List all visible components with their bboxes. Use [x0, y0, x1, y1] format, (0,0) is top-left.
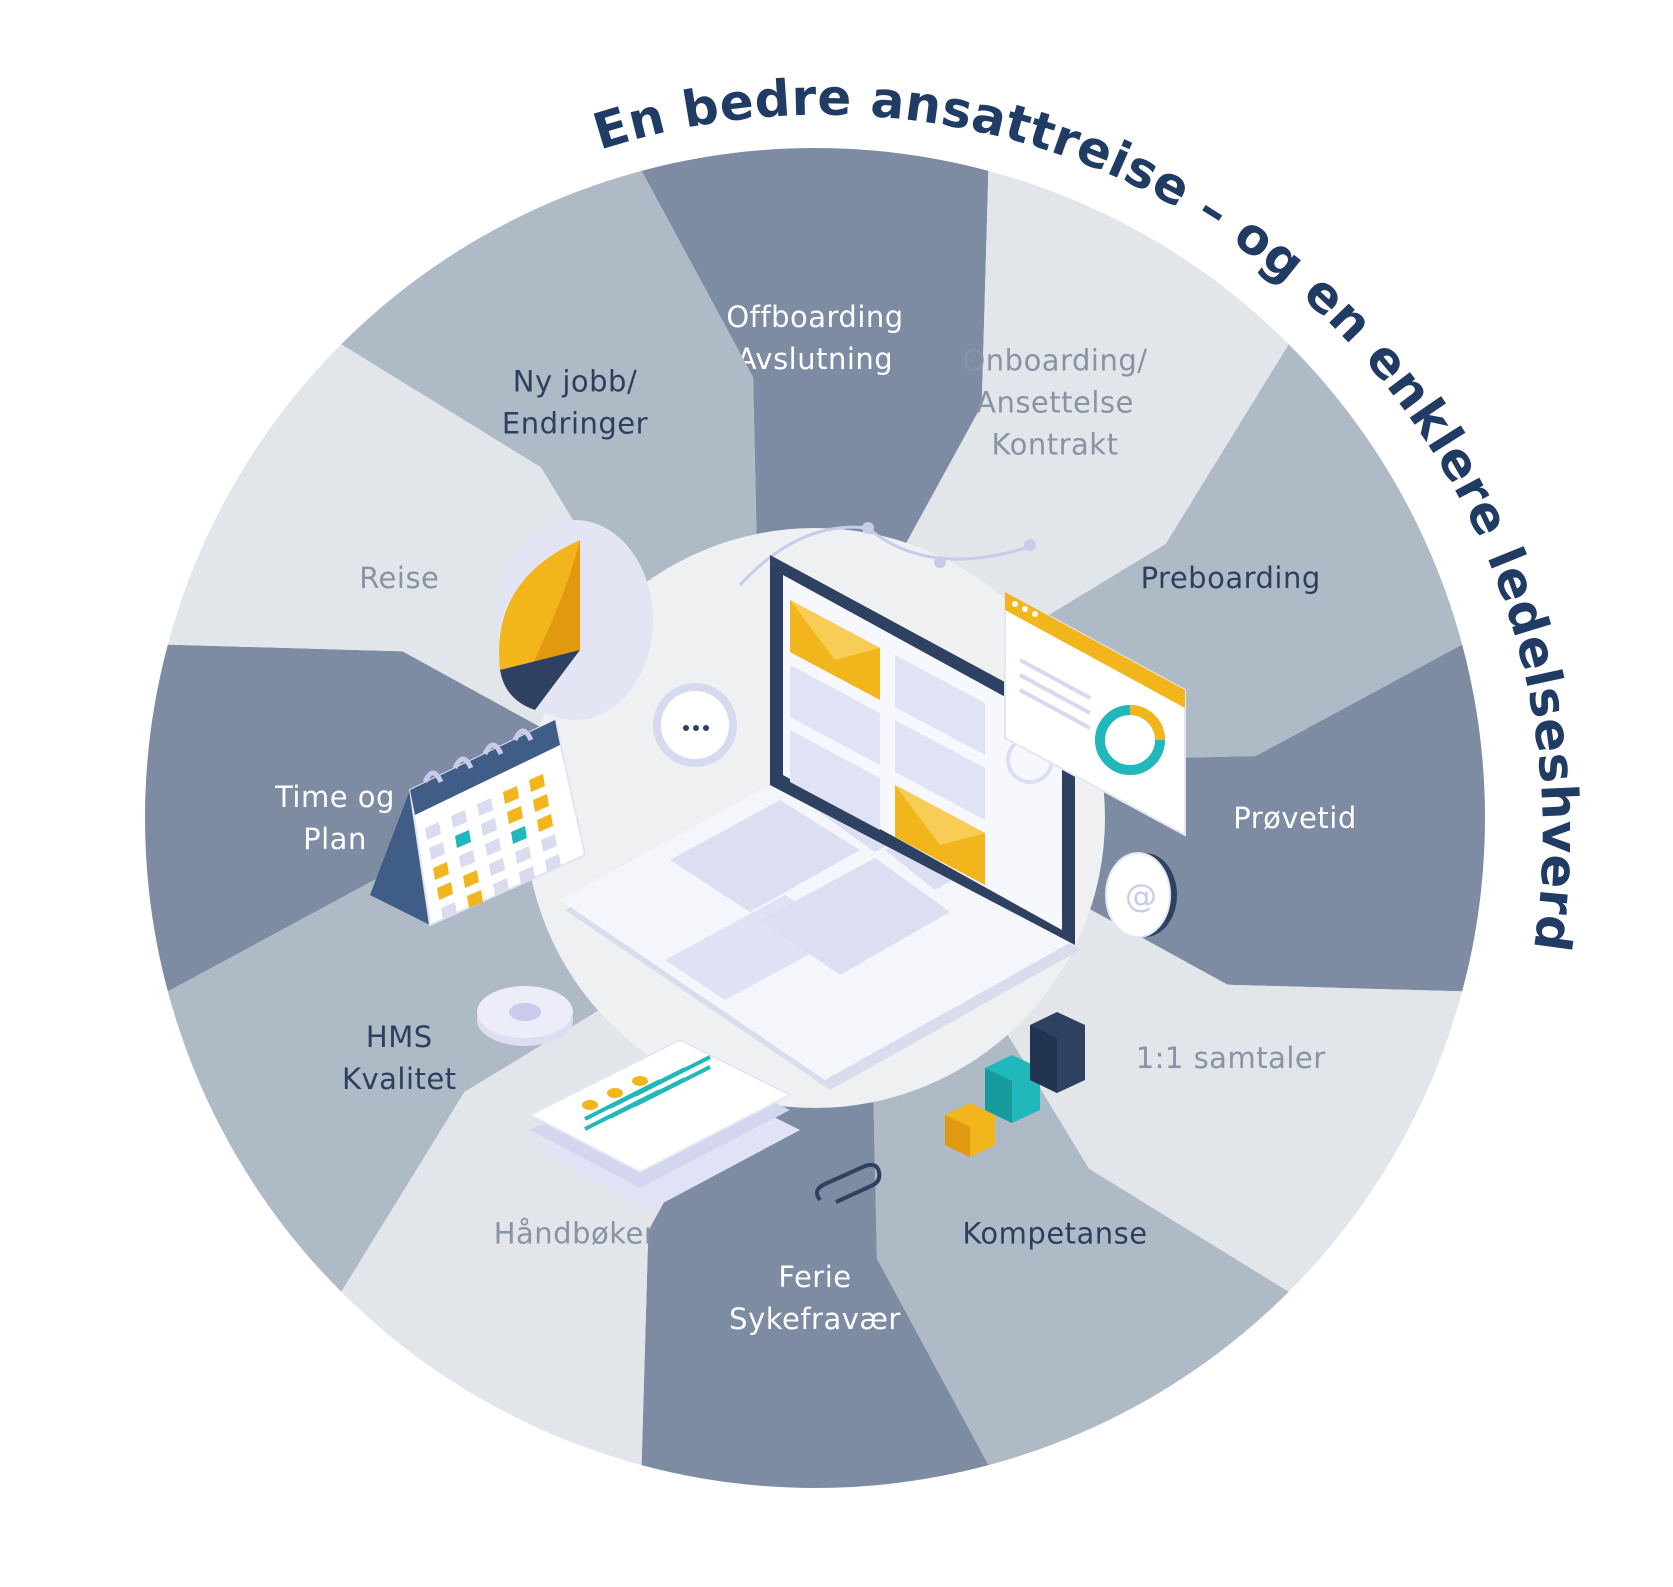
calendar-icon: [370, 718, 587, 927]
document-lines: [582, 1055, 711, 1131]
calendar-day: [425, 822, 441, 840]
paperclip-icon: [814, 1162, 882, 1204]
wheel-segment: [970, 874, 1463, 1292]
segment-label: Håndbøker: [494, 1217, 657, 1251]
center-illustration: @: [370, 520, 1186, 1210]
wheel-segment: [871, 973, 1289, 1466]
document-line: [634, 1055, 711, 1097]
svg-text:@: @: [1125, 877, 1157, 915]
segment-label-line: Sykefravær: [729, 1302, 901, 1336]
calendar-day: [533, 794, 549, 812]
calendar-day: [451, 810, 467, 828]
calendar-day: [437, 882, 453, 900]
segment-label-line: Time og: [274, 780, 395, 814]
segment-label: Kompetanse: [962, 1217, 1147, 1251]
segment-label-line: Kontrakt: [992, 427, 1119, 461]
segment-label-line: Endringer: [502, 406, 648, 440]
calendar-day: [515, 846, 531, 864]
wheel-segment: [167, 874, 660, 1292]
segment-label: Prøvetid: [1233, 801, 1356, 835]
calendar-day: [507, 806, 523, 824]
calendar-day: [493, 878, 509, 896]
document-bullet: [582, 1100, 598, 1110]
wheel-segment: [871, 170, 1289, 663]
segment-label: Time og Plan: [274, 780, 395, 856]
segment-label-line: Preboarding: [1141, 561, 1321, 595]
segment-label: HMS Kvalitet: [342, 1020, 457, 1096]
segment-label-line: Offboarding: [726, 300, 903, 334]
segment-label-line: Ny jobb/: [513, 364, 637, 398]
calendar-day: [477, 798, 493, 816]
at-sign-icon: @: [1105, 852, 1177, 938]
calendar-day: [545, 854, 561, 872]
calendar-day: [511, 826, 527, 844]
calendar-day: [455, 830, 471, 848]
document-bullet: [632, 1076, 648, 1086]
segment-label-line: Plan: [303, 822, 367, 856]
calendar-day: [441, 902, 457, 920]
calendar-day: [541, 834, 557, 852]
wheel-segment: [641, 148, 989, 606]
segment-label: Ny jobb/Endringer: [502, 364, 648, 440]
segment-label-line: Onboarding/: [962, 343, 1147, 377]
segment-label-line: Ansettelse: [976, 385, 1134, 419]
envelope-icon: [790, 600, 880, 700]
segment-label-line: Håndbøker: [494, 1217, 657, 1251]
calendar-day: [433, 862, 449, 880]
segment-label-line: Reise: [359, 561, 439, 595]
calendar-day: [503, 786, 519, 804]
pie-chart-icon: [497, 520, 653, 720]
wheel-segment: [341, 170, 759, 663]
document-bullet: [607, 1088, 623, 1098]
donut-chart-icon: [1095, 705, 1165, 775]
segment-label: Reise: [359, 561, 439, 595]
calendar-day: [519, 866, 535, 884]
laptop-icon: [560, 555, 1080, 1090]
calendar-day: [467, 890, 483, 908]
calendar-day: [485, 838, 501, 856]
wheel-segment: [144, 644, 603, 992]
chat-bubble-icon: [653, 683, 737, 767]
calendar-day: [429, 842, 445, 860]
document-line: [634, 1065, 711, 1107]
segment-label-line: HMS: [366, 1020, 433, 1054]
segment-label-line: 1:1 samtaler: [1136, 1041, 1326, 1075]
calendar-day: [481, 818, 497, 836]
calendar-day: [463, 870, 479, 888]
segment-label-line: Avslutning: [737, 342, 893, 376]
segment-label: 1:1 samtaler: [1136, 1041, 1326, 1075]
document-stack-icon: [527, 1038, 800, 1210]
gear-icon: [477, 986, 573, 1046]
dashboard-window-icon: [1004, 590, 1186, 837]
calendar-day: [537, 814, 553, 832]
calendar-day: [489, 858, 505, 876]
cube-bars-icon: [945, 1012, 1085, 1157]
segment-label-line: Kompetanse: [962, 1217, 1147, 1251]
segment-label: Preboarding: [1141, 561, 1321, 595]
calendar-cells: [425, 774, 561, 920]
segment-label-line: Kvalitet: [342, 1062, 457, 1096]
calendar-day: [529, 774, 545, 792]
calendar-day: [459, 850, 475, 868]
segment-label-line: Ferie: [778, 1260, 851, 1294]
segment-label-line: Prøvetid: [1233, 801, 1356, 835]
